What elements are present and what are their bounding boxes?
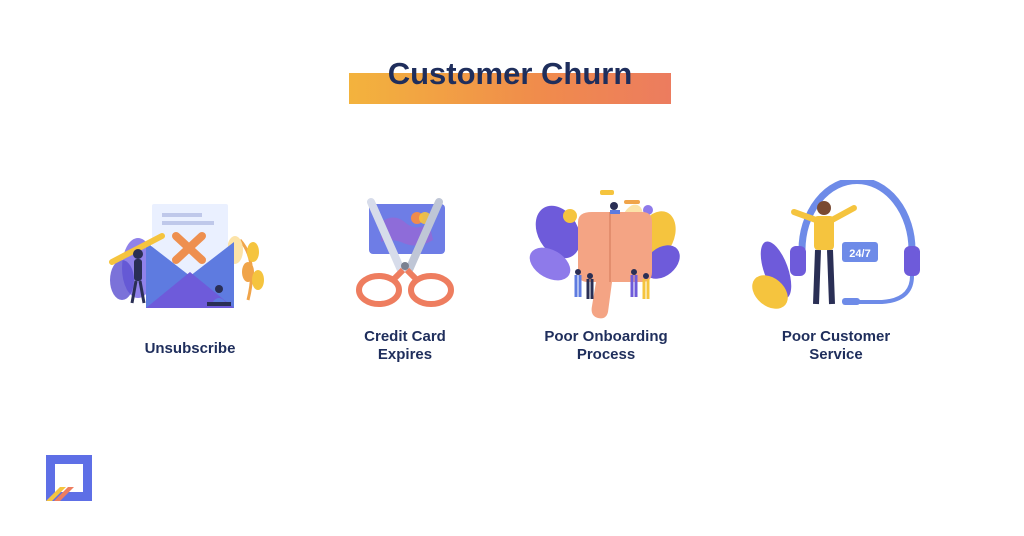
brand-logo-icon	[46, 455, 92, 501]
unsubscribe-envelope-icon	[109, 204, 264, 308]
brand-logo	[46, 455, 92, 501]
support-headset-icon: 24/7	[752, 180, 920, 309]
support-badge-text: 24/7	[849, 248, 870, 260]
churn-reason-label: Poor Customer Service	[781, 328, 891, 363]
thumbs-down-icon	[529, 190, 680, 319]
churn-reason-credit-card: Credit Card Expires	[305, 180, 505, 380]
churn-reason-onboarding: Poor Onboarding Process	[506, 180, 706, 380]
churn-reason-label: Poor Onboarding Process	[544, 328, 668, 363]
churn-reason-unsubscribe: Unsubscribe	[90, 180, 290, 380]
churn-reason-customer-service: 24/7 Poor Customer Service	[736, 180, 936, 380]
churn-reason-label: Unsubscribe	[144, 340, 236, 357]
title-highlight-bar	[349, 73, 671, 104]
title-banner: Customer Churn	[349, 56, 671, 104]
churn-reason-label: Credit Card Expires	[364, 328, 446, 363]
page-title: Customer Churn	[387, 56, 633, 91]
cut-credit-card-icon	[356, 198, 454, 307]
